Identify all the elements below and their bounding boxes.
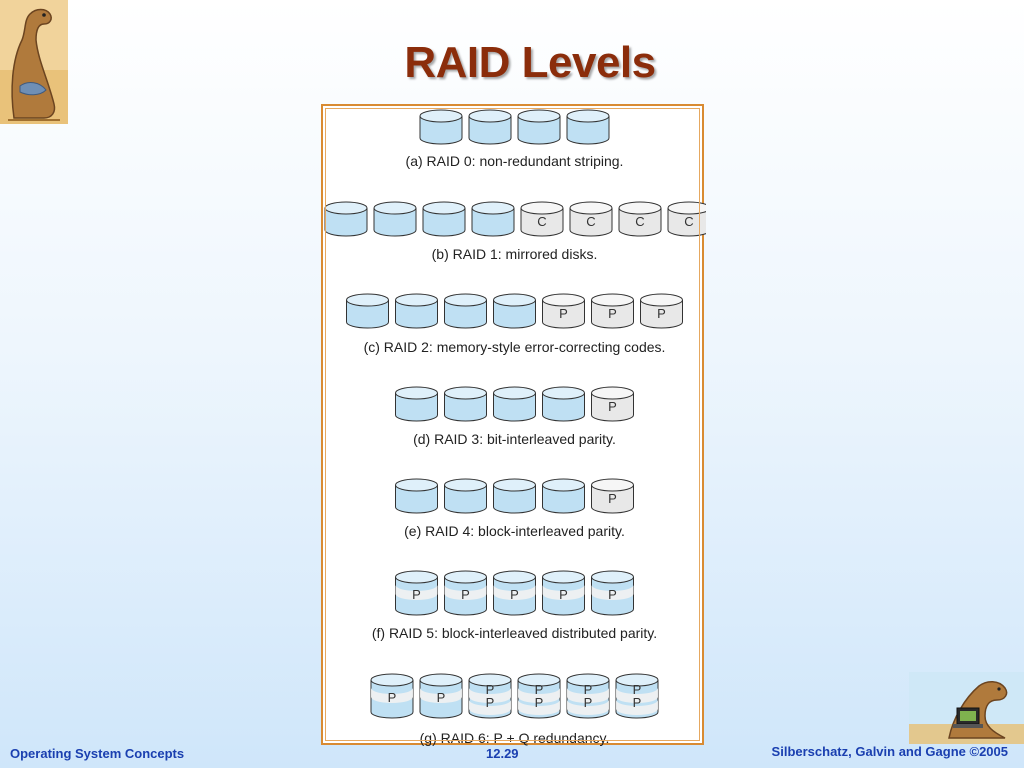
disk-0-1	[468, 109, 512, 145]
disk-1-1	[373, 201, 417, 237]
disk-4-4: P	[591, 478, 634, 514]
disk-3-4: P	[591, 386, 634, 422]
disk-2-3	[493, 293, 536, 329]
disk-4-2	[493, 478, 536, 514]
disk-label-3-4-0: P	[608, 399, 617, 414]
dinosaur-laptop-icon	[909, 672, 1024, 744]
raid-caption-4: (e) RAID 4: block-interleaved parity.	[404, 523, 625, 539]
raid-caption-5: (f) RAID 5: block-interleaved distribute…	[372, 625, 657, 641]
disk-0-3	[566, 109, 610, 145]
disk-6-0: P	[370, 673, 414, 719]
footer-slide-number: 12.29	[486, 746, 519, 761]
raid-caption-0: (a) RAID 0: non-redundant striping.	[406, 153, 624, 169]
disk-1-4: C	[520, 201, 564, 237]
disk-4-1	[444, 478, 487, 514]
disk-0-0	[419, 109, 463, 145]
raid-caption-6: (g) RAID 6: P + Q redundancy.	[420, 730, 610, 746]
disk-3-2	[493, 386, 536, 422]
disk-2-2	[444, 293, 487, 329]
dinosaur-logo-bottom	[909, 672, 1024, 744]
disk-6-1: P	[419, 673, 463, 719]
disk-1-5: C	[569, 201, 613, 237]
disk-5-0: P	[395, 570, 438, 616]
disk-2-5: P	[591, 293, 634, 329]
disk-label-6-0-0: P	[388, 690, 397, 705]
disk-3-1	[444, 386, 487, 422]
disk-label-6-4-1: P	[584, 695, 593, 710]
disk-label-2-6-0: P	[657, 306, 666, 321]
disk-label-5-0-0: P	[412, 587, 421, 602]
disk-4-0	[395, 478, 438, 514]
disk-label-1-5-0: C	[586, 214, 595, 229]
disk-5-2: P	[493, 570, 536, 616]
disk-label-1-7-0: C	[684, 214, 693, 229]
disk-2-1	[395, 293, 438, 329]
disk-label-2-5-0: P	[608, 306, 617, 321]
raid-caption-3: (d) RAID 3: bit-interleaved parity.	[413, 431, 616, 447]
disk-label-1-4-0: C	[537, 214, 546, 229]
disk-4-3	[542, 478, 585, 514]
disk-label-6-2-0: P	[486, 682, 495, 697]
disk-2-6: P	[640, 293, 683, 329]
disk-5-4: P	[591, 570, 634, 616]
disk-2-0	[346, 293, 389, 329]
disk-3-3	[542, 386, 585, 422]
raid-caption-2: (c) RAID 2: memory-style error-correctin…	[364, 339, 666, 355]
disk-6-2: PP	[468, 673, 512, 719]
disk-label-6-5-1: P	[633, 695, 642, 710]
disk-label-5-2-0: P	[510, 587, 519, 602]
raid-levels-diagram: (a) RAID 0: non-redundant striping. C C C C (…	[324, 109, 706, 746]
disk-label-5-1-0: P	[461, 587, 470, 602]
disk-5-3: P	[542, 570, 585, 616]
disk-label-6-5-0: P	[633, 682, 642, 697]
raid-caption-1: (b) RAID 1: mirrored disks.	[432, 246, 598, 262]
disk-6-4: PP	[566, 673, 610, 719]
disk-label-6-3-1: P	[535, 695, 544, 710]
dinosaur-icon	[0, 0, 68, 124]
disk-2-4: P	[542, 293, 585, 329]
disk-label-6-3-0: P	[535, 682, 544, 697]
raid-figure-frame: (a) RAID 0: non-redundant striping. C C C C (…	[321, 104, 706, 746]
disk-1-2	[422, 201, 466, 237]
disk-0-2	[517, 109, 561, 145]
disk-label-5-4-0: P	[608, 587, 617, 602]
disk-label-5-3-0: P	[559, 587, 568, 602]
disk-6-5: PP	[615, 673, 659, 719]
slide-title: RAID Levels	[404, 38, 656, 87]
disk-1-3	[471, 201, 515, 237]
disk-label-6-4-0: P	[584, 682, 593, 697]
footer-course-title: Operating System Concepts	[10, 746, 185, 761]
disk-1-0	[324, 201, 368, 237]
disk-1-7: C	[667, 201, 706, 237]
disk-label-1-6-0: C	[635, 214, 644, 229]
disk-label-6-1-0: P	[437, 690, 446, 705]
disk-1-6: C	[618, 201, 662, 237]
disk-label-6-2-1: P	[486, 695, 495, 710]
disk-3-0	[395, 386, 438, 422]
disk-label-4-4-0: P	[608, 491, 617, 506]
disk-label-2-4-0: P	[559, 306, 568, 321]
disk-6-3: PP	[517, 673, 561, 719]
disk-5-1: P	[444, 570, 487, 616]
footer-copyright: Silberschatz, Galvin and Gagne ©2005	[771, 744, 1008, 759]
dinosaur-logo-top	[0, 0, 68, 124]
